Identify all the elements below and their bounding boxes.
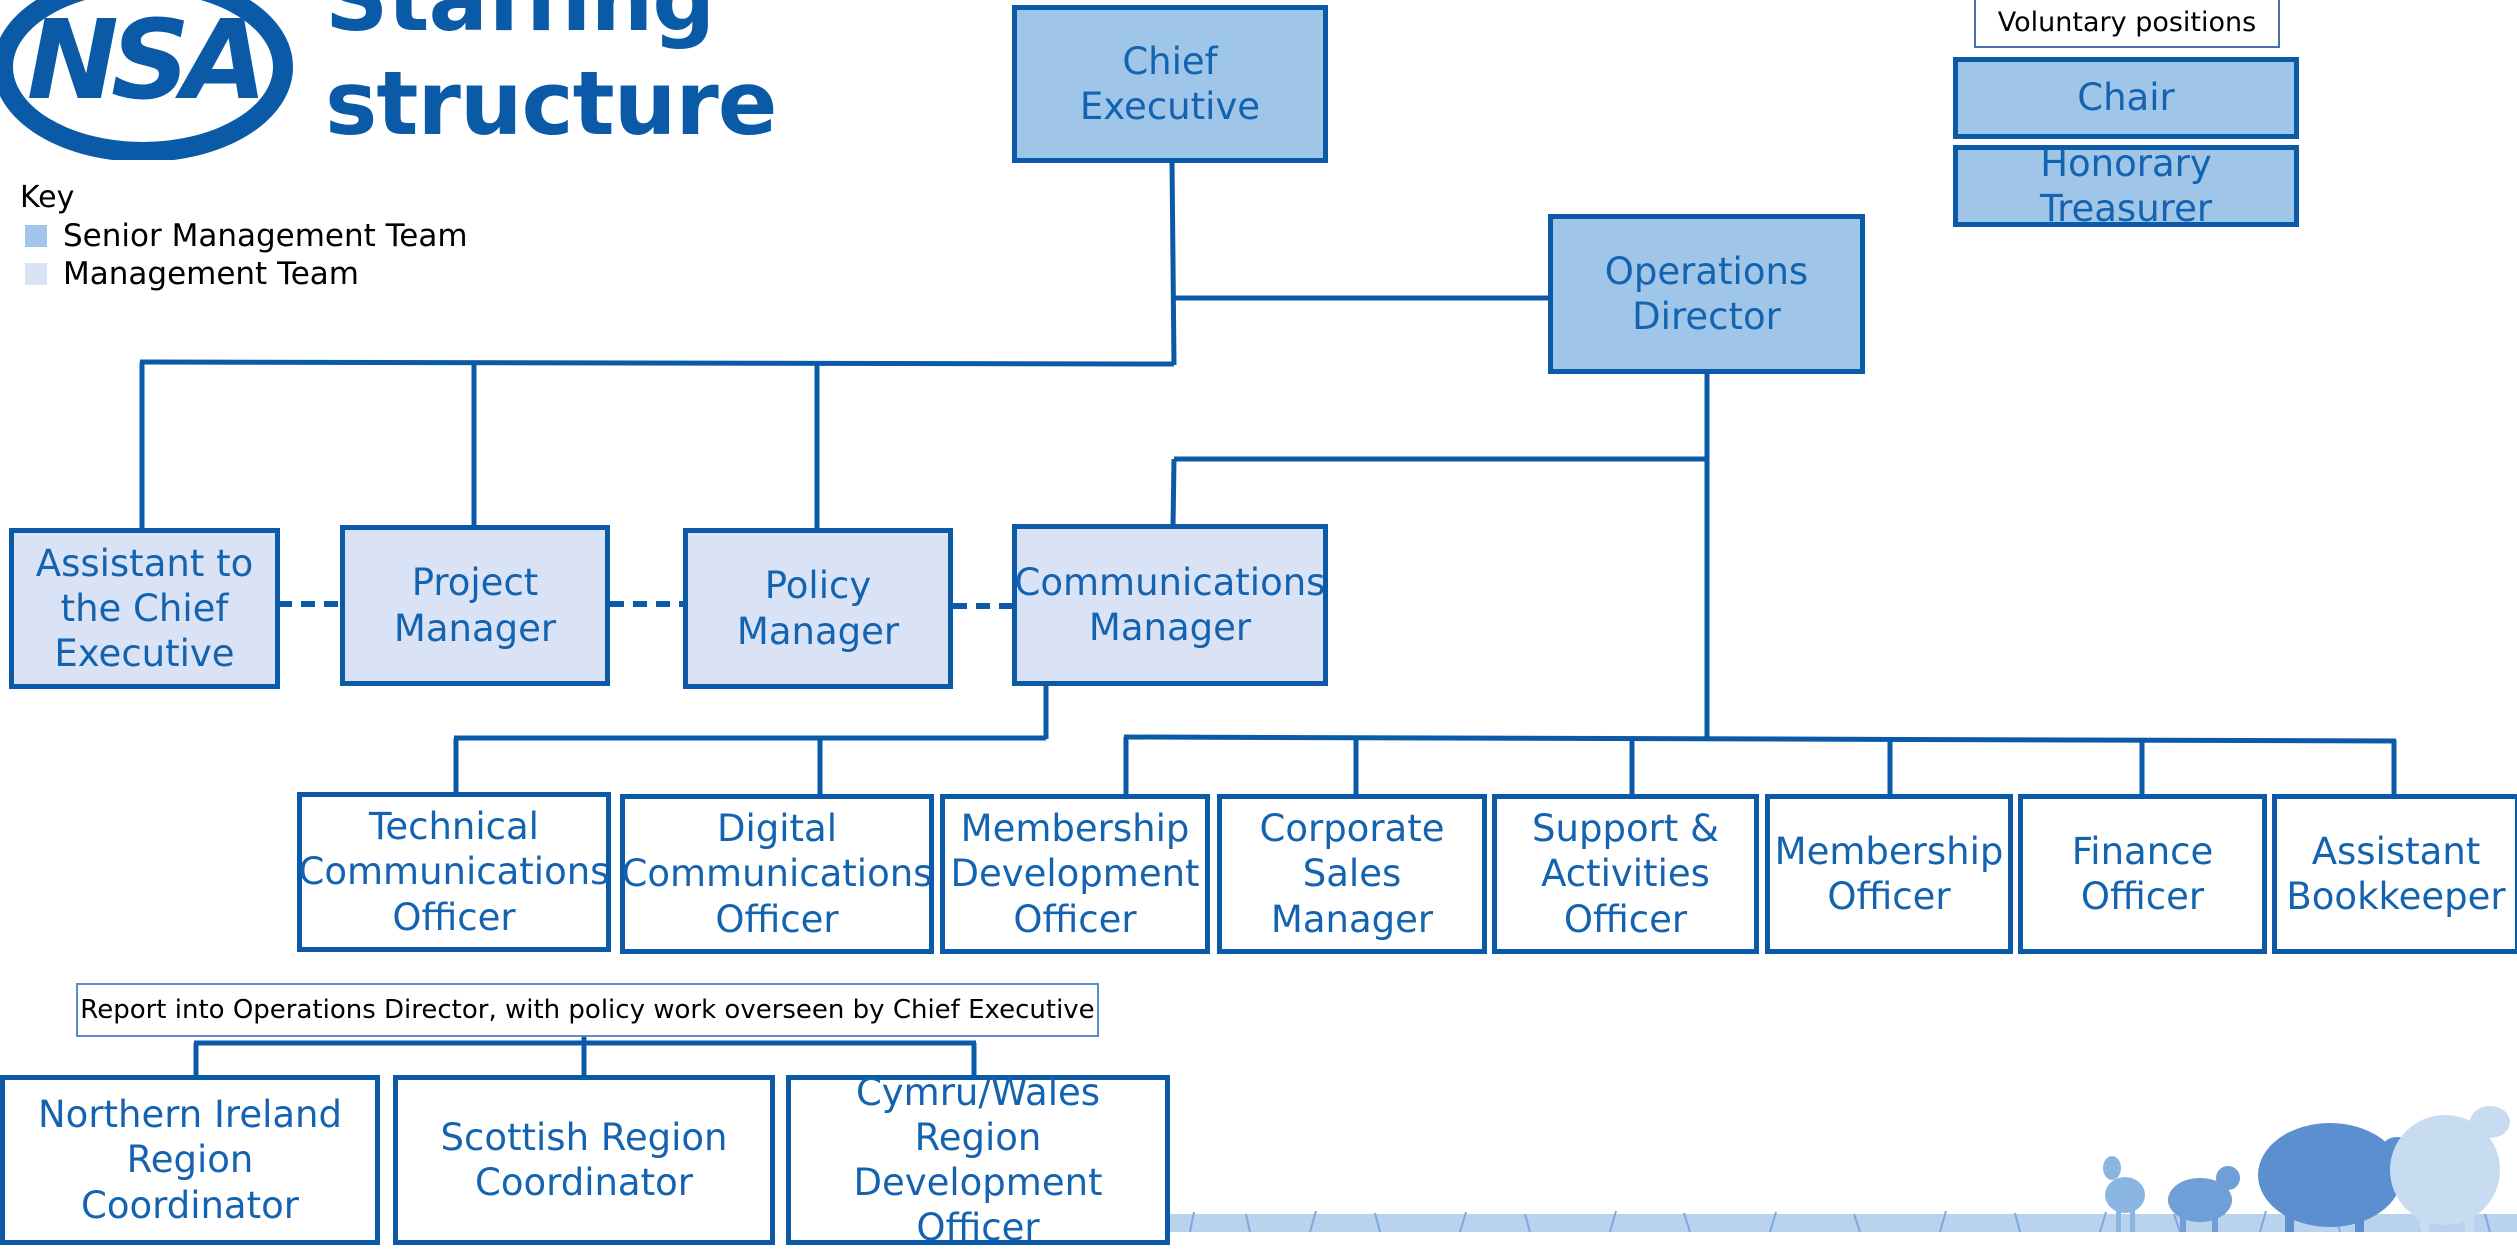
logo-lettering: NSA xyxy=(27,0,259,124)
technical-communications-officer-box: Technical Communications Officer xyxy=(297,792,611,952)
support-activities-officer-box: Support & Activities Officer xyxy=(1492,794,1759,954)
page-title: Staffing structure xyxy=(325,0,777,155)
assistant-bookkeeper-box: Assistant Bookkeeper xyxy=(2272,794,2517,954)
chair-box: Chair xyxy=(1953,57,2299,139)
membership-officer-box: Membership Officer xyxy=(1765,794,2013,954)
digital-communications-officer-box: Digital Communications Officer xyxy=(620,794,934,954)
membership-development-officer-box: Membership Development Officer xyxy=(940,794,1210,954)
key-label-senior: Senior Management Team xyxy=(63,218,468,254)
voluntary-positions-label: Voluntary positions xyxy=(1974,0,2280,48)
key-title: Key xyxy=(20,180,75,215)
key-item-senior: Senior Management Team xyxy=(25,218,468,254)
nsa-logo: NSA xyxy=(0,0,293,160)
honorary-treasurer-box: Honorary Treasurer xyxy=(1953,142,2299,230)
communications-manager-box: Communications Manager xyxy=(1012,524,1328,686)
assistant-to-chief-executive-box: Assistant to the Chief Executive xyxy=(9,528,280,689)
swatch-senior xyxy=(25,225,47,247)
scottish-region-coordinator-box: Scottish Region Coordinator xyxy=(393,1075,775,1245)
operations-director-box: Operations Director xyxy=(1548,214,1865,374)
key-label-management: Management Team xyxy=(63,256,359,292)
sheep-silhouettes-image xyxy=(2103,1106,2510,1232)
chief-executive-box: Chief Executive xyxy=(1012,5,1328,163)
cymru-wales-region-development-officer-box: Cymru/Wales Region Development Officer xyxy=(786,1071,1170,1249)
northern-ireland-region-coordinator-box: Northern Ireland Region Coordinator xyxy=(0,1075,380,1245)
project-manager-box: Project Manager xyxy=(340,525,610,686)
swatch-management xyxy=(25,263,47,285)
key-item-management: Management Team xyxy=(25,256,359,292)
finance-officer-box: Finance Officer xyxy=(2018,794,2267,954)
regions-reporting-note: Report into Operations Director, with po… xyxy=(76,983,1099,1037)
corporate-sales-manager-box: Corporate Sales Manager xyxy=(1217,794,1487,954)
policy-manager-box: Policy Manager xyxy=(683,528,953,689)
